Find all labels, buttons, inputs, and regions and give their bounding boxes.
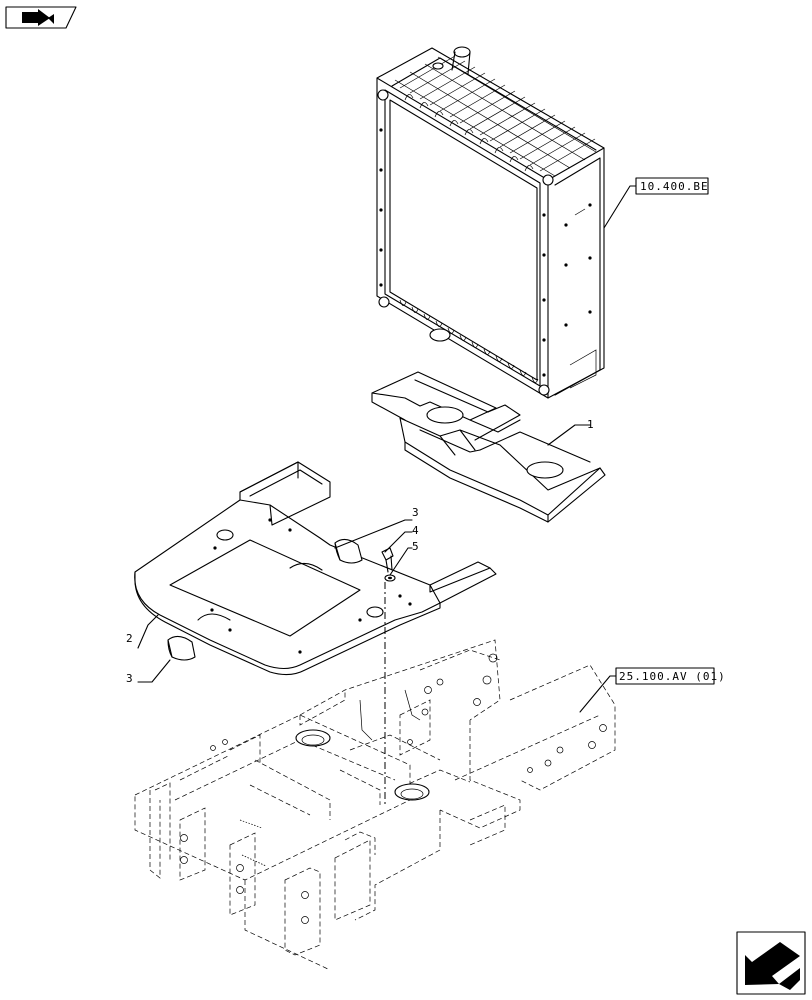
reference-link-10-400-be[interactable]: 10.400.BE bbox=[635, 177, 709, 195]
callout-2: 2 bbox=[126, 632, 133, 645]
rubber-pad-part-3-lower bbox=[167, 635, 196, 661]
callout-3-upper: 3 bbox=[412, 506, 419, 519]
reference-label: 25.100.AV (01) bbox=[619, 670, 726, 683]
radiator-assembly bbox=[376, 46, 605, 399]
reference-label: 10.400.BE bbox=[640, 180, 709, 193]
chassis-frame-phantom bbox=[134, 639, 616, 971]
reference-link-25-100-av[interactable]: 25.100.AV (01) bbox=[615, 667, 726, 685]
radiator-support-part-1 bbox=[371, 371, 606, 523]
chassis-frame-details bbox=[180, 653, 607, 924]
leader-lines bbox=[137, 185, 637, 713]
book-arrow-icon[interactable] bbox=[5, 6, 77, 29]
callout-3-lower: 3 bbox=[126, 672, 133, 685]
callout-1: 1 bbox=[587, 418, 594, 431]
next-page-arrow-icon[interactable] bbox=[736, 931, 806, 995]
cover-plate-part-2 bbox=[134, 461, 497, 676]
callout-4: 4 bbox=[412, 524, 419, 537]
callout-5: 5 bbox=[412, 540, 419, 553]
washer-part-5 bbox=[384, 574, 396, 582]
